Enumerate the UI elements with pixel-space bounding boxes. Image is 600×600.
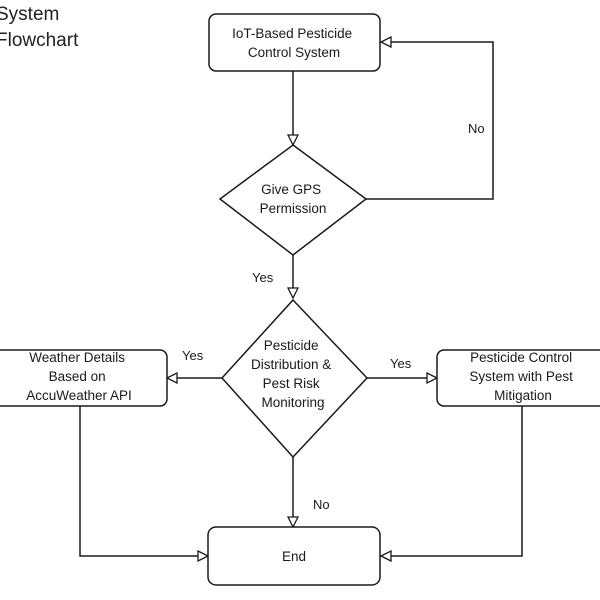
control-node: [436, 349, 600, 407]
edge-gps-no-loop: [366, 42, 494, 200]
monitor-no-label: No: [313, 497, 330, 512]
weather-node: [0, 349, 168, 407]
monitor-decision-label: Pesticide Distribution & Pest Risk Monit…: [251, 338, 335, 410]
gps-yes-label: Yes: [252, 270, 274, 285]
end-node-label: End: [282, 549, 306, 564]
monitor-decision: [220, 298, 369, 459]
monitor-yes-left-label: Yes: [182, 348, 204, 363]
control-node-label: Pesticide Control System with Pest Mitig…: [469, 350, 576, 403]
edge-control-to-end: [381, 406, 523, 556]
weather-node-label: Weather Details Based on AccuWeather API: [26, 350, 132, 403]
edge-weather-to-end: [79, 406, 208, 556]
gps-decision-label: Give GPS Permission: [260, 182, 327, 216]
gps-decision: [218, 144, 368, 256]
gps-no-label: No: [468, 121, 485, 136]
monitor-yes-right-label: Yes: [390, 356, 412, 371]
start-node: [208, 13, 381, 72]
page-title: System Flowchart: [0, 4, 79, 51]
start-node-label: IoT-Based Pesticide Control System: [232, 26, 356, 60]
end-node: [207, 526, 381, 586]
